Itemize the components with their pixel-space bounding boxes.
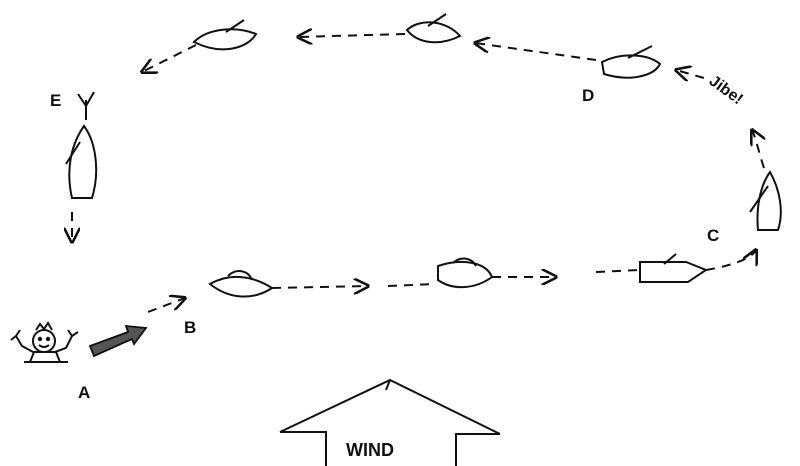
thick-arrow-a-to-b [88, 324, 148, 358]
path-c-to-jibe [752, 130, 764, 169]
course-path [72, 34, 764, 313]
wind-label: WIND [346, 440, 394, 460]
path-top-left [142, 44, 197, 72]
path-d-top [475, 43, 597, 61]
point-label-a: A [78, 383, 90, 402]
wind-indicator [279, 378, 501, 466]
sailboats [65, 13, 782, 298]
path-segment-2 [387, 283, 436, 287]
jibe-label: Jibe! [706, 72, 746, 108]
boat-icon [600, 45, 662, 79]
path-top-middle [298, 34, 406, 37]
path-jibe-to-d [676, 70, 705, 78]
boat-icon [192, 19, 258, 51]
boat-icon [437, 257, 494, 289]
point-label-e: E [50, 91, 61, 110]
path-segment-4 [595, 269, 641, 273]
boat-icon [405, 13, 462, 44]
path-to-c [705, 250, 756, 271]
point-label-c: C [707, 226, 719, 245]
person-icon [10, 321, 79, 363]
point-label-b: B [184, 318, 196, 337]
path-segment-1 [271, 286, 368, 288]
boat-icon [65, 124, 98, 199]
path-a-to-b [147, 298, 185, 313]
boat-icon [639, 253, 709, 283]
boat-icon [749, 170, 782, 231]
point-label-d: D [582, 86, 594, 105]
boat-icon [208, 270, 274, 298]
wind-vane-icon [77, 91, 95, 120]
